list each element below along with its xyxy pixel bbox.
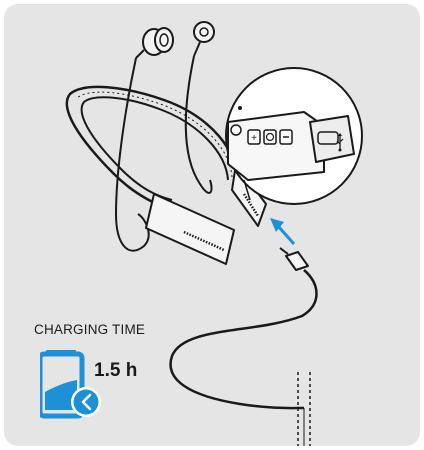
- battery-charging-clock-icon: [40, 346, 106, 420]
- magnified-control-detail: +: [226, 68, 362, 204]
- charging-time-value: 1.5 h: [94, 360, 137, 382]
- svg-text:+: +: [251, 133, 257, 144]
- charging-time-label: CHARGING TIME: [34, 322, 145, 337]
- left-earbud-icon: [136, 28, 173, 58]
- instruction-card: +: [4, 4, 420, 446]
- right-earbud-icon: [194, 22, 214, 56]
- neckband-module-left: [146, 194, 234, 264]
- usb-plug-icon: [280, 248, 308, 270]
- insert-arrow-icon: [270, 218, 294, 244]
